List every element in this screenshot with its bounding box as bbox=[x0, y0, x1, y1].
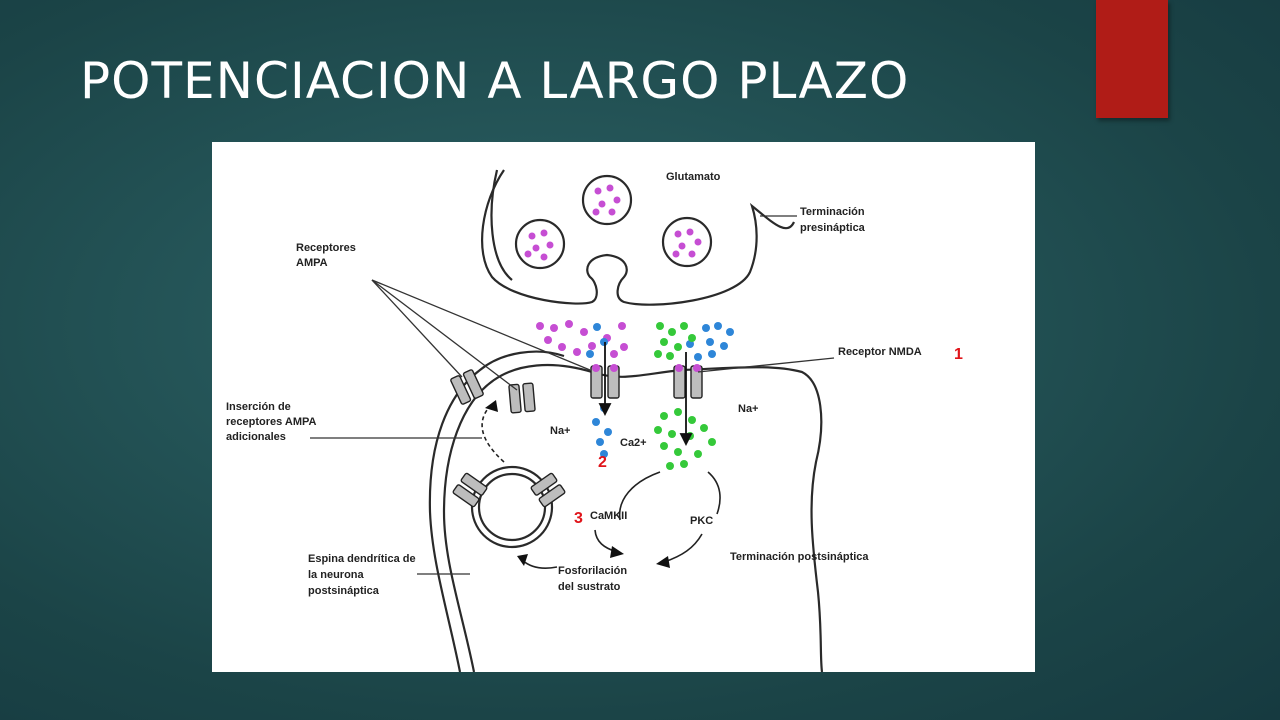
step-number-3: 3 bbox=[574, 510, 583, 527]
spine-label-line-1: Espina dendrítica de bbox=[308, 553, 416, 565]
insertion-label-line-1: Inserción de bbox=[226, 401, 291, 413]
vesicle-2 bbox=[581, 174, 633, 226]
kinase-arrowheads bbox=[517, 546, 670, 568]
calcium-label: Ca2+ bbox=[620, 437, 647, 449]
vesicle-3 bbox=[661, 216, 713, 268]
ampa-receptors-label-line-2: AMPA bbox=[296, 257, 328, 269]
accent-tab bbox=[1096, 0, 1168, 118]
ampa-receptor-center bbox=[590, 364, 620, 399]
phosphorylation-label-line-2: del sustrato bbox=[558, 581, 621, 593]
slide-title: POTENCIACION A LARGO PLAZO bbox=[80, 52, 910, 110]
presynaptic-label-line-1: Terminación bbox=[800, 206, 865, 218]
spine-label-line-2: la neurona bbox=[308, 569, 365, 581]
ampa-receptors-label-line-1: Receptores bbox=[296, 242, 356, 254]
sodium-label-right: Na+ bbox=[738, 403, 759, 415]
nmda-receptor bbox=[673, 364, 703, 399]
presynaptic-label-line-2: presináptica bbox=[800, 222, 866, 234]
spine-label-line-3: postsináptica bbox=[308, 585, 380, 597]
step-number-2: 2 bbox=[598, 454, 607, 471]
nmda-receptor-label: Receptor NMDA bbox=[838, 346, 922, 358]
presynaptic-inner-membrane bbox=[490, 169, 513, 281]
glutamate-molecules bbox=[536, 320, 628, 358]
ltp-diagram: Glutamato Terminación presináptica Recep… bbox=[212, 142, 1035, 672]
sodium-label-left: Na+ bbox=[550, 425, 571, 437]
ampa-receptor-left-1 bbox=[450, 369, 484, 405]
pkc-label: PKC bbox=[690, 515, 713, 527]
presynaptic-membrane bbox=[481, 169, 795, 306]
insertion-arrow bbox=[481, 403, 505, 463]
camkii-label: CaMKII bbox=[590, 510, 627, 522]
ion-flow-arrows bbox=[598, 342, 693, 447]
leader-lines bbox=[310, 215, 835, 575]
ampa-receptor-left-2 bbox=[508, 382, 536, 414]
insertion-label-line-3: adicionales bbox=[226, 431, 286, 443]
insertion-label-line-2: receptores AMPA bbox=[226, 416, 317, 428]
postsynaptic-membrane bbox=[442, 363, 824, 672]
postsynaptic-inner-membrane bbox=[428, 350, 565, 672]
postsynaptic-label: Terminación postsináptica bbox=[730, 551, 869, 563]
phosphorylation-label-line-1: Fosforilación bbox=[558, 565, 627, 577]
glutamate-label: Glutamato bbox=[666, 171, 721, 183]
ampa-containing-vesicle bbox=[452, 465, 566, 549]
vesicle-1 bbox=[514, 218, 566, 270]
step-number-1: 1 bbox=[954, 346, 963, 363]
